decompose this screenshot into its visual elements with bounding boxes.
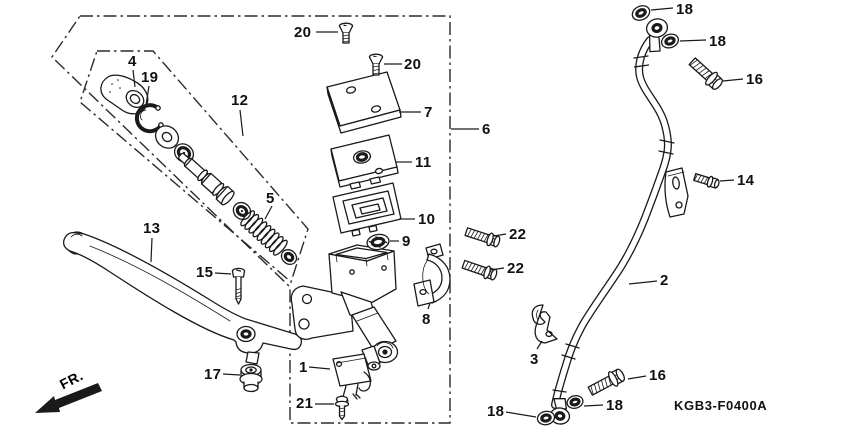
screw-part-20-top-drawing xyxy=(338,22,354,44)
callout-5: 5 xyxy=(266,190,275,207)
brake-hose-part-2-drawing xyxy=(549,18,675,425)
diaphragm-plate-part-11-drawing xyxy=(330,134,399,190)
callout-10: 10 xyxy=(418,211,436,228)
clamp-part-8-drawing xyxy=(413,243,451,307)
callout-22-lower: 22 xyxy=(507,260,525,277)
callout-14: 14 xyxy=(737,172,755,189)
spring-part-5-drawing xyxy=(240,210,288,256)
callout-18-bottom-a: 18 xyxy=(606,397,624,414)
callout-20-lower: 20 xyxy=(404,56,422,73)
callout-3: 3 xyxy=(530,351,539,368)
flange-bolt-part-22-lower-drawing xyxy=(461,259,498,281)
float-part-9-drawing xyxy=(366,233,390,251)
callout-18-top-b: 18 xyxy=(709,33,727,50)
callout-13: 13 xyxy=(143,220,161,237)
callout-leader-lines xyxy=(132,7,744,418)
diagram-part-code: KGB3-F0400A xyxy=(674,398,768,413)
bolt-part-14-drawing xyxy=(693,173,720,189)
callout-16-bottom: 16 xyxy=(649,367,667,384)
piston-part-12-drawing xyxy=(178,152,235,206)
diaphragm-part-10-drawing xyxy=(332,182,402,237)
callout-21: 21 xyxy=(296,395,314,412)
pivot-bolt-part-15-drawing xyxy=(231,267,246,305)
washer-part-18-bottom-b-drawing xyxy=(536,410,556,426)
callout-16-top: 16 xyxy=(746,71,764,88)
callout-2: 2 xyxy=(660,272,669,289)
callout-7: 7 xyxy=(424,104,433,121)
front-direction-arrow xyxy=(35,383,102,413)
callout-11: 11 xyxy=(415,154,432,171)
callout-17: 17 xyxy=(204,366,222,383)
piston-kit-end-washer-drawing xyxy=(280,249,298,265)
hose-clamp-part-3-drawing xyxy=(531,304,558,344)
callout-1: 1 xyxy=(299,359,308,376)
oil-bolt-part-16-bottom-drawing xyxy=(587,368,625,396)
reservoir-cap-part-7-drawing xyxy=(326,71,402,134)
callout-18-bottom-b: 18 xyxy=(487,403,505,420)
callout-8: 8 xyxy=(422,311,431,328)
brake-lever-drawing xyxy=(62,231,303,365)
callout-19: 19 xyxy=(141,69,159,86)
circlip-part-19-drawing xyxy=(134,103,164,134)
boot-part-4-drawing xyxy=(100,74,149,115)
callout-20-top: 20 xyxy=(294,24,312,41)
callout-9: 9 xyxy=(402,233,411,250)
washer-part-18-top-b-drawing xyxy=(660,33,680,49)
pivot-nut-part-17-drawing xyxy=(239,363,263,393)
callout-22-upper: 22 xyxy=(509,226,527,243)
master-cylinder-body-drawing xyxy=(290,244,399,371)
callout-6: 6 xyxy=(482,121,491,138)
hose-stay-bracket-drawing xyxy=(664,167,689,218)
screw-part-21-drawing xyxy=(334,395,350,421)
switch-part-1-drawing xyxy=(332,353,372,402)
piston-kit-washer-drawing xyxy=(154,125,180,149)
washer-part-18-top-a-drawing xyxy=(631,5,651,21)
oil-bolt-part-16-top-drawing xyxy=(688,57,723,90)
callout-12: 12 xyxy=(231,92,249,109)
flange-bolt-part-22-upper-drawing xyxy=(464,227,501,248)
callout-15: 15 xyxy=(196,264,214,281)
callout-4: 4 xyxy=(128,53,137,70)
callout-18-top-a: 18 xyxy=(676,1,694,18)
assembly-boundary-outline xyxy=(51,15,451,424)
washer-part-18-bottom-a-drawing xyxy=(566,395,584,409)
screw-part-20-bottom-drawing xyxy=(368,53,384,76)
